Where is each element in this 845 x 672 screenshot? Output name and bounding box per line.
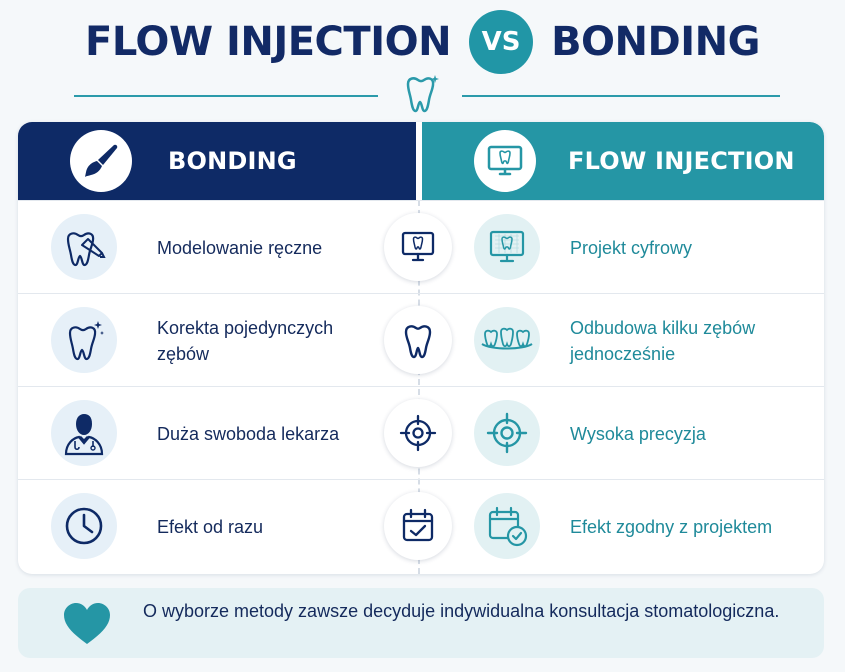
doctor-icon	[51, 400, 117, 466]
brush-icon	[70, 130, 132, 192]
consultation-note-text: O wyborze metody zawsze decyduje indywid…	[143, 601, 780, 621]
monitor-tooth-icon	[474, 130, 536, 192]
comparison-card: BONDING FLOW INJECTION Mo	[18, 122, 824, 574]
heart-icon	[64, 603, 110, 644]
target-icon	[474, 400, 540, 466]
center-divider	[418, 200, 420, 574]
title-left: FLOW INJECTION	[85, 19, 452, 65]
sparkle-tooth-icon	[51, 307, 117, 373]
comparison-row: Modelowanie ręczne Projekt cyfrowy	[18, 200, 824, 293]
bonding-feature-text: Korekta pojedynczych zębów	[157, 317, 334, 364]
bonding-feature-text: Duża swoboda lekarza	[157, 423, 340, 444]
calendar-check-icon	[384, 492, 452, 560]
bonding-feature-text: Modelowanie ręczne	[157, 237, 323, 258]
bonding-feature-text: Efekt od razu	[157, 516, 264, 537]
header-divider-left	[74, 95, 378, 97]
comparison-row: Efekt od razu Efekt zgodny z projektem	[18, 479, 824, 574]
consultation-note: O wyborze metody zawsze decyduje indywid…	[18, 588, 824, 658]
monitor-tooth-icon	[384, 213, 452, 281]
digital-scan-icon	[474, 214, 540, 280]
flow-injection-feature-text: Efekt zgodny z projektem	[570, 516, 773, 537]
comparison-row: Korekta pojedynczych zębów Odbudowa kilk…	[18, 293, 824, 386]
comparison-row: Duża swoboda lekarza Wysoka precyzja	[18, 386, 824, 479]
multiple-teeth-icon	[474, 307, 540, 373]
page-title: FLOW INJECTION VS BONDING	[0, 10, 845, 74]
column-header-bonding: BONDING	[18, 122, 416, 200]
clock-icon	[51, 493, 117, 559]
column-label-flow-injection: FLOW INJECTION	[568, 147, 795, 175]
flow-injection-feature-text: Odbudowa kilku zębów jednocześnie	[570, 317, 756, 364]
column-header-flow-injection: FLOW INJECTION	[422, 122, 824, 200]
vs-badge: VS	[469, 10, 534, 74]
title-right: BONDING	[551, 19, 760, 65]
target-icon	[384, 399, 452, 467]
flow-injection-feature-text: Projekt cyfrowy	[570, 237, 693, 258]
sparkle-tooth-icon	[406, 75, 439, 113]
column-label-bonding: BONDING	[168, 147, 297, 175]
tooth-icon	[384, 306, 452, 374]
tooth-tool-icon	[51, 214, 117, 280]
calendar-check-icon	[474, 493, 540, 559]
flow-injection-feature-text: Wysoka precyzja	[570, 423, 706, 444]
header-divider-right	[462, 95, 780, 97]
